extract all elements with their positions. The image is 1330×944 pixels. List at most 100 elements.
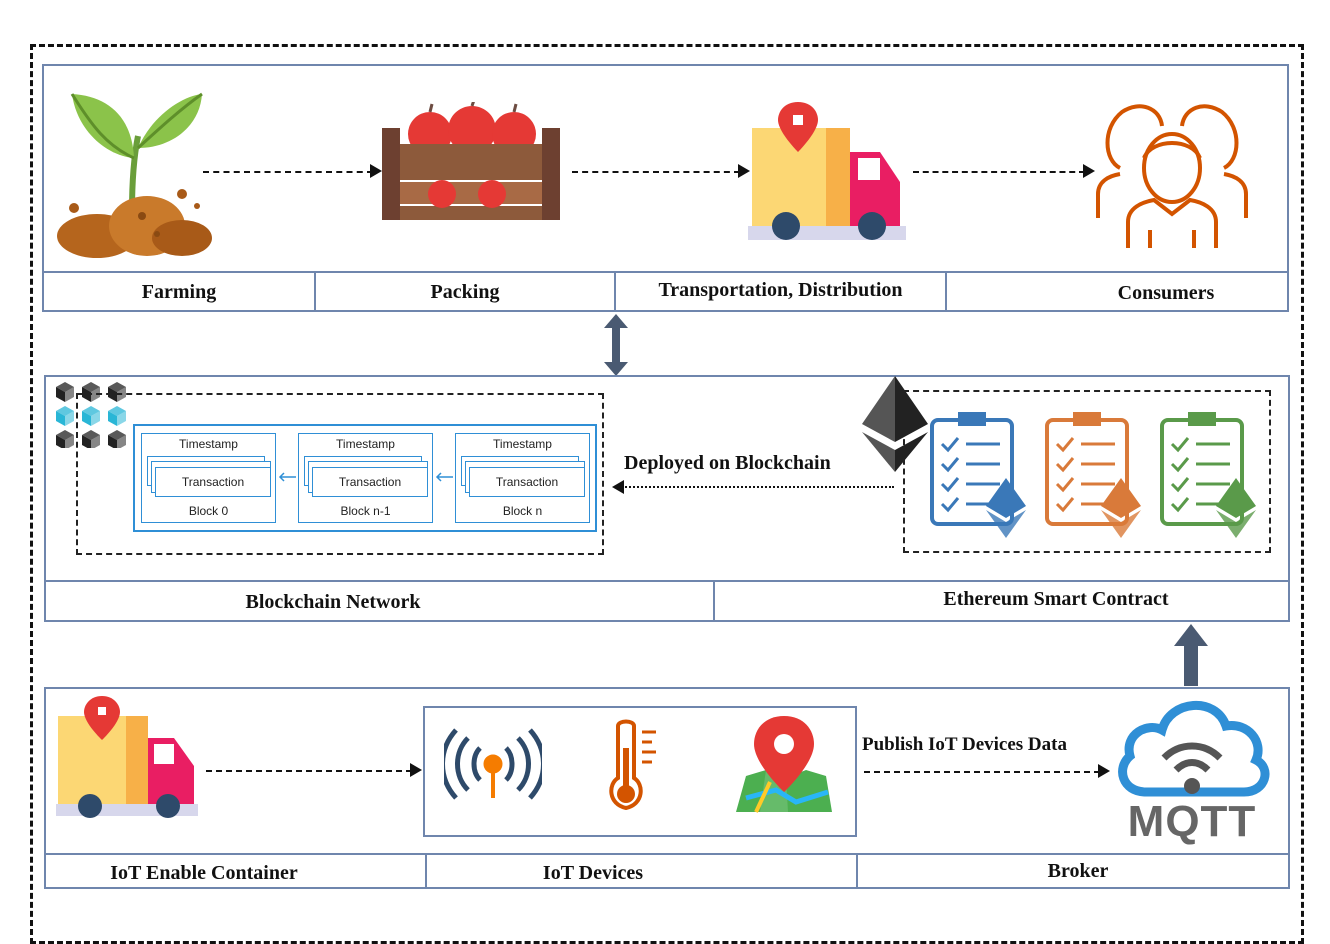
iot-container-label: IoT Enable Container — [110, 862, 298, 884]
deployed-arrow-line — [622, 486, 894, 488]
divider — [614, 271, 616, 311]
check-mark — [1170, 457, 1190, 473]
up-arrow-icon — [1174, 624, 1208, 686]
check-mark — [1170, 437, 1190, 453]
iot-devices-label: IoT Devices — [542, 862, 644, 884]
stage-label-transportation: Transportation, Distribution — [658, 279, 903, 301]
check-mark — [1055, 497, 1075, 513]
cube-face — [82, 411, 91, 426]
check-mark — [1055, 477, 1075, 493]
check-mark — [1055, 437, 1075, 453]
check-mark — [940, 457, 960, 473]
divider — [42, 271, 1289, 273]
map-location-icon — [736, 716, 832, 813]
block-name: Block n — [502, 504, 543, 518]
publish-arrow-line — [864, 771, 1100, 773]
broker-label: Broker — [1047, 860, 1109, 882]
mqtt-cloud-icon — [1118, 700, 1270, 797]
arrowhead-icon — [1083, 164, 1095, 178]
check-mark — [1055, 457, 1075, 473]
clipboard-clip — [958, 412, 986, 426]
clipboard-icon — [1160, 412, 1256, 538]
iot-devices-box — [423, 706, 857, 837]
cube-face — [117, 435, 126, 448]
clipboard-clip — [1188, 412, 1216, 426]
delivery-truck-icon — [748, 102, 906, 240]
eth-diamond — [1101, 510, 1141, 538]
divider — [425, 853, 427, 889]
block-name: Block n-1 — [340, 504, 391, 518]
check-mark — [940, 497, 960, 513]
clipboard-icon — [930, 412, 1026, 538]
divider — [856, 853, 858, 889]
cube-face — [117, 411, 126, 426]
cube-face — [82, 435, 91, 448]
divider — [945, 271, 947, 311]
mqtt-logo-text: MQTT — [1127, 797, 1257, 846]
thermometer-icon — [609, 719, 656, 811]
flow-arrow-line — [203, 171, 373, 173]
wireless-sensor-icon — [444, 728, 542, 800]
iot-panel — [44, 687, 1290, 889]
stage-label-packing: Packing — [430, 281, 500, 303]
stage-label-farming: Farming — [141, 281, 217, 303]
block-timestamp: Timestamp — [336, 437, 395, 451]
check-mark — [940, 437, 960, 453]
arrowhead-icon — [1098, 764, 1110, 778]
block-transaction: Transaction — [312, 467, 428, 497]
cube-face — [91, 411, 100, 426]
arrowhead-icon — [612, 480, 624, 494]
blockchain-cubes-icon — [56, 382, 126, 448]
cube-face — [65, 411, 74, 426]
arrow-left-icon — [278, 472, 296, 482]
smart-contract-label: Ethereum Smart Contract — [943, 588, 1169, 610]
blockchain-group-box — [76, 393, 604, 555]
divider — [44, 853, 1290, 855]
block-timestamp: Timestamp — [493, 437, 552, 451]
divider — [314, 271, 316, 311]
cube-face — [108, 435, 117, 448]
cube-face — [65, 435, 74, 448]
flow-arrow-line — [572, 171, 740, 173]
eth-diamond — [1101, 478, 1141, 518]
flow-arrow-line — [206, 770, 412, 772]
consumers-icon — [1096, 104, 1248, 248]
clipboard-clip — [1073, 412, 1101, 426]
block-timestamp: Timestamp — [179, 437, 238, 451]
arrowhead-icon — [738, 164, 750, 178]
arrowhead-icon — [410, 763, 422, 777]
flow-arrow-line — [913, 171, 1085, 173]
stage-label-consumers: Consumers — [1117, 282, 1215, 304]
arrow-left-icon — [435, 472, 453, 482]
cube-face — [65, 387, 74, 402]
apple-crate-icon — [382, 102, 560, 220]
eth-diamond — [986, 510, 1026, 538]
block-name: Block 0 — [188, 504, 229, 518]
cube-face — [91, 435, 100, 448]
eth-diamond — [986, 478, 1026, 518]
clipboard-icon — [1045, 412, 1141, 538]
divider — [44, 580, 1290, 582]
eth-diamond — [1216, 510, 1256, 538]
smart-contract-group-box — [903, 390, 1271, 553]
block-transaction: Transaction — [155, 467, 271, 497]
publish-label: Publish IoT Devices Data — [862, 734, 1067, 755]
cube-face — [56, 387, 65, 402]
double-arrow-icon — [604, 314, 628, 376]
deployed-label: Deployed on Blockchain — [624, 452, 831, 474]
plant-icon — [57, 92, 212, 258]
check-mark — [1170, 497, 1190, 513]
cube-face — [56, 411, 65, 426]
cube-face — [108, 411, 117, 426]
eth-diamond — [1216, 478, 1256, 518]
cube-face — [108, 387, 117, 402]
cube-face — [91, 387, 100, 402]
iot-container-truck-icon — [56, 696, 198, 818]
check-mark — [1170, 477, 1190, 493]
cube-face — [117, 387, 126, 402]
block-transaction: Transaction — [469, 467, 585, 497]
check-mark — [940, 477, 960, 493]
supply-chain-panel — [42, 64, 1289, 312]
arrowhead-icon — [370, 164, 382, 178]
cube-face — [56, 435, 65, 448]
